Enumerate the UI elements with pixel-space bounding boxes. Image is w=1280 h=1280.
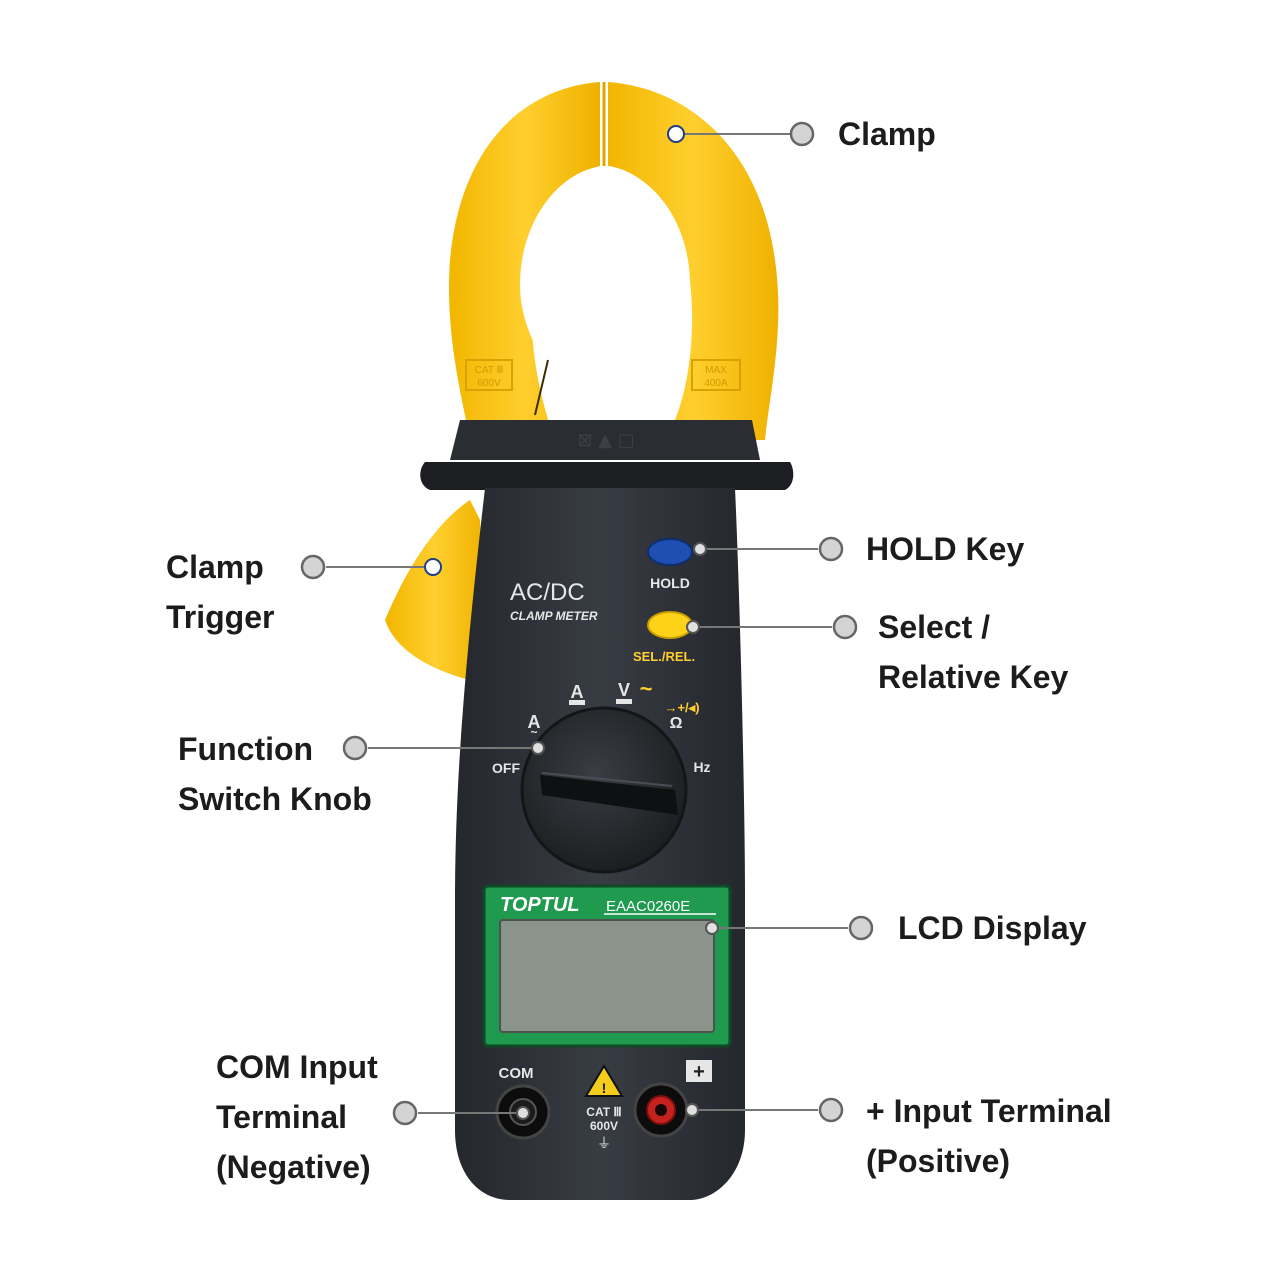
dot-com-terminal: [392, 1100, 418, 1126]
callout-lcd-display: LCD Display: [898, 903, 1086, 953]
dial-v: V: [618, 680, 630, 700]
callout-select-key-line2: Relative Key: [878, 659, 1069, 695]
svg-text:!: !: [602, 1080, 607, 1096]
callout-clamp-trigger: Clamp Trigger: [166, 542, 274, 642]
jaw-right-rating-2: 400A: [704, 378, 728, 389]
callout-plus-terminal-line2: (Positive): [866, 1143, 1011, 1179]
meter-title-acdc: AC/DC: [510, 579, 585, 606]
jaw-right-rating-1: MAX: [705, 365, 727, 376]
callout-clamp-trigger-line1: Clamp: [166, 549, 264, 585]
jaw-left-rating-2: 600V: [477, 378, 501, 389]
com-label: COM: [499, 1065, 534, 1082]
hold-button-label: HOLD: [650, 575, 690, 591]
dial-a-dc: A: [571, 682, 584, 702]
dial-tilde: ~: [640, 676, 653, 701]
callout-com-terminal: COM Input Terminal (Negative): [216, 1042, 378, 1192]
jaw-left-rating-1: CAT Ⅲ: [475, 365, 504, 376]
brand-logo: TOPTUL: [500, 894, 580, 916]
callout-clamp-trigger-line2: Trigger: [166, 599, 275, 635]
hold-button[interactable]: [647, 538, 693, 566]
callout-plus-terminal: + Input Terminal (Positive): [866, 1086, 1112, 1186]
clamp-trigger[interactable]: [385, 500, 485, 680]
dot-clamp: [789, 121, 815, 147]
callout-function-knob-line1: Function: [178, 731, 314, 767]
dial-diode: →+/◂): [664, 700, 699, 715]
plus-input-terminal[interactable]: [633, 1082, 689, 1138]
dot-plus-terminal: [818, 1097, 844, 1123]
callout-dots-device: [424, 125, 719, 1120]
lcd-screen: [499, 919, 715, 1033]
callout-hold-key-line1: HOLD Key: [866, 531, 1025, 567]
jaw-left-rating-box: [465, 359, 513, 391]
callout-select-key: Select / Relative Key: [878, 602, 1068, 702]
callout-com-terminal-line1: COM Input: [216, 1049, 378, 1085]
dial-a-ac: A: [528, 712, 541, 732]
sel-rel-button[interactable]: [647, 611, 693, 639]
callout-com-terminal-line3: (Negative): [216, 1149, 371, 1185]
dot-hold-key: [818, 536, 844, 562]
svg-text:⏚: ⏚: [597, 1136, 611, 1152]
callout-leaders: [326, 133, 848, 1114]
dial-off: OFF: [492, 760, 520, 776]
callout-clamp: Clamp: [838, 109, 936, 159]
cat-warning: ! CAT Ⅲ 600V ⏚: [584, 1064, 624, 1152]
meter-collar: ⊠ ▲ ▢: [420, 420, 794, 490]
lcd-panel: TOPTUL EAAC0260E: [482, 884, 732, 1048]
cat-voltage: 600V: [590, 1119, 618, 1133]
callout-com-terminal-line2: Terminal: [216, 1099, 347, 1135]
callout-lcd-display-line1: LCD Display: [898, 910, 1087, 946]
callout-select-key-line1: Select /: [878, 609, 991, 645]
model-number: EAAC0260E: [606, 898, 690, 915]
jaw-right-rating-box: [691, 359, 741, 391]
dial-ohm: Ω: [670, 715, 683, 732]
plus-label-box: [686, 1060, 712, 1082]
callout-dots-outer: [300, 121, 874, 1126]
clamp-jaw: CAT Ⅲ 600V MAX 400A: [449, 82, 779, 440]
svg-text:~: ~: [530, 725, 537, 739]
plus-label: +: [693, 1061, 705, 1083]
dot-clamp-trigger: [300, 554, 326, 580]
callout-function-knob-line2: Switch Knob: [178, 781, 372, 817]
sel-rel-button-label: SEL./REL.: [633, 649, 695, 664]
callout-hold-key: HOLD Key: [866, 524, 1024, 574]
dot-function-knob: [342, 735, 368, 761]
function-switch-knob[interactable]: [520, 706, 688, 874]
meter-title-clamp: CLAMP METER: [510, 609, 598, 623]
dot-lcd-display: [848, 915, 874, 941]
dial-markings: A ~ A V ~ →+/◂) Ω OFF Hz: [492, 676, 711, 776]
collar-markings: ⊠ ▲ ▢: [577, 430, 634, 451]
cat-rating: CAT Ⅲ: [586, 1105, 621, 1119]
callout-clamp-line1: Clamp: [838, 116, 936, 152]
callout-plus-terminal-line1: + Input Terminal: [866, 1093, 1112, 1129]
callout-function-knob: Function Switch Knob: [178, 724, 372, 824]
dot-select-key: [832, 614, 858, 640]
dial-hz: Hz: [693, 759, 710, 775]
